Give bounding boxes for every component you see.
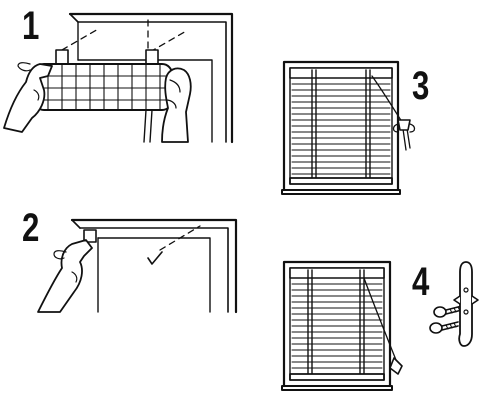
screw-icon xyxy=(429,321,459,334)
cord-cleat-icon xyxy=(392,119,416,133)
pencil-mark-icon xyxy=(147,251,163,265)
step-1-illustration xyxy=(3,12,234,144)
hand-icon xyxy=(3,62,53,133)
step-number-4: 4 xyxy=(412,260,430,304)
hand-icon xyxy=(161,67,192,143)
step-number-2: 2 xyxy=(22,206,40,250)
hand-icon xyxy=(37,239,93,313)
screw-icon xyxy=(433,305,463,318)
cord-cleat-icon xyxy=(453,261,479,347)
step-3-illustration xyxy=(281,60,416,195)
step-4-illustration xyxy=(281,260,479,391)
step-number-1: 1 xyxy=(22,4,40,48)
bracket-left xyxy=(83,229,97,243)
step-2-illustration xyxy=(37,218,238,314)
rolled-blind xyxy=(33,63,173,143)
step-number-3: 3 xyxy=(412,64,430,108)
